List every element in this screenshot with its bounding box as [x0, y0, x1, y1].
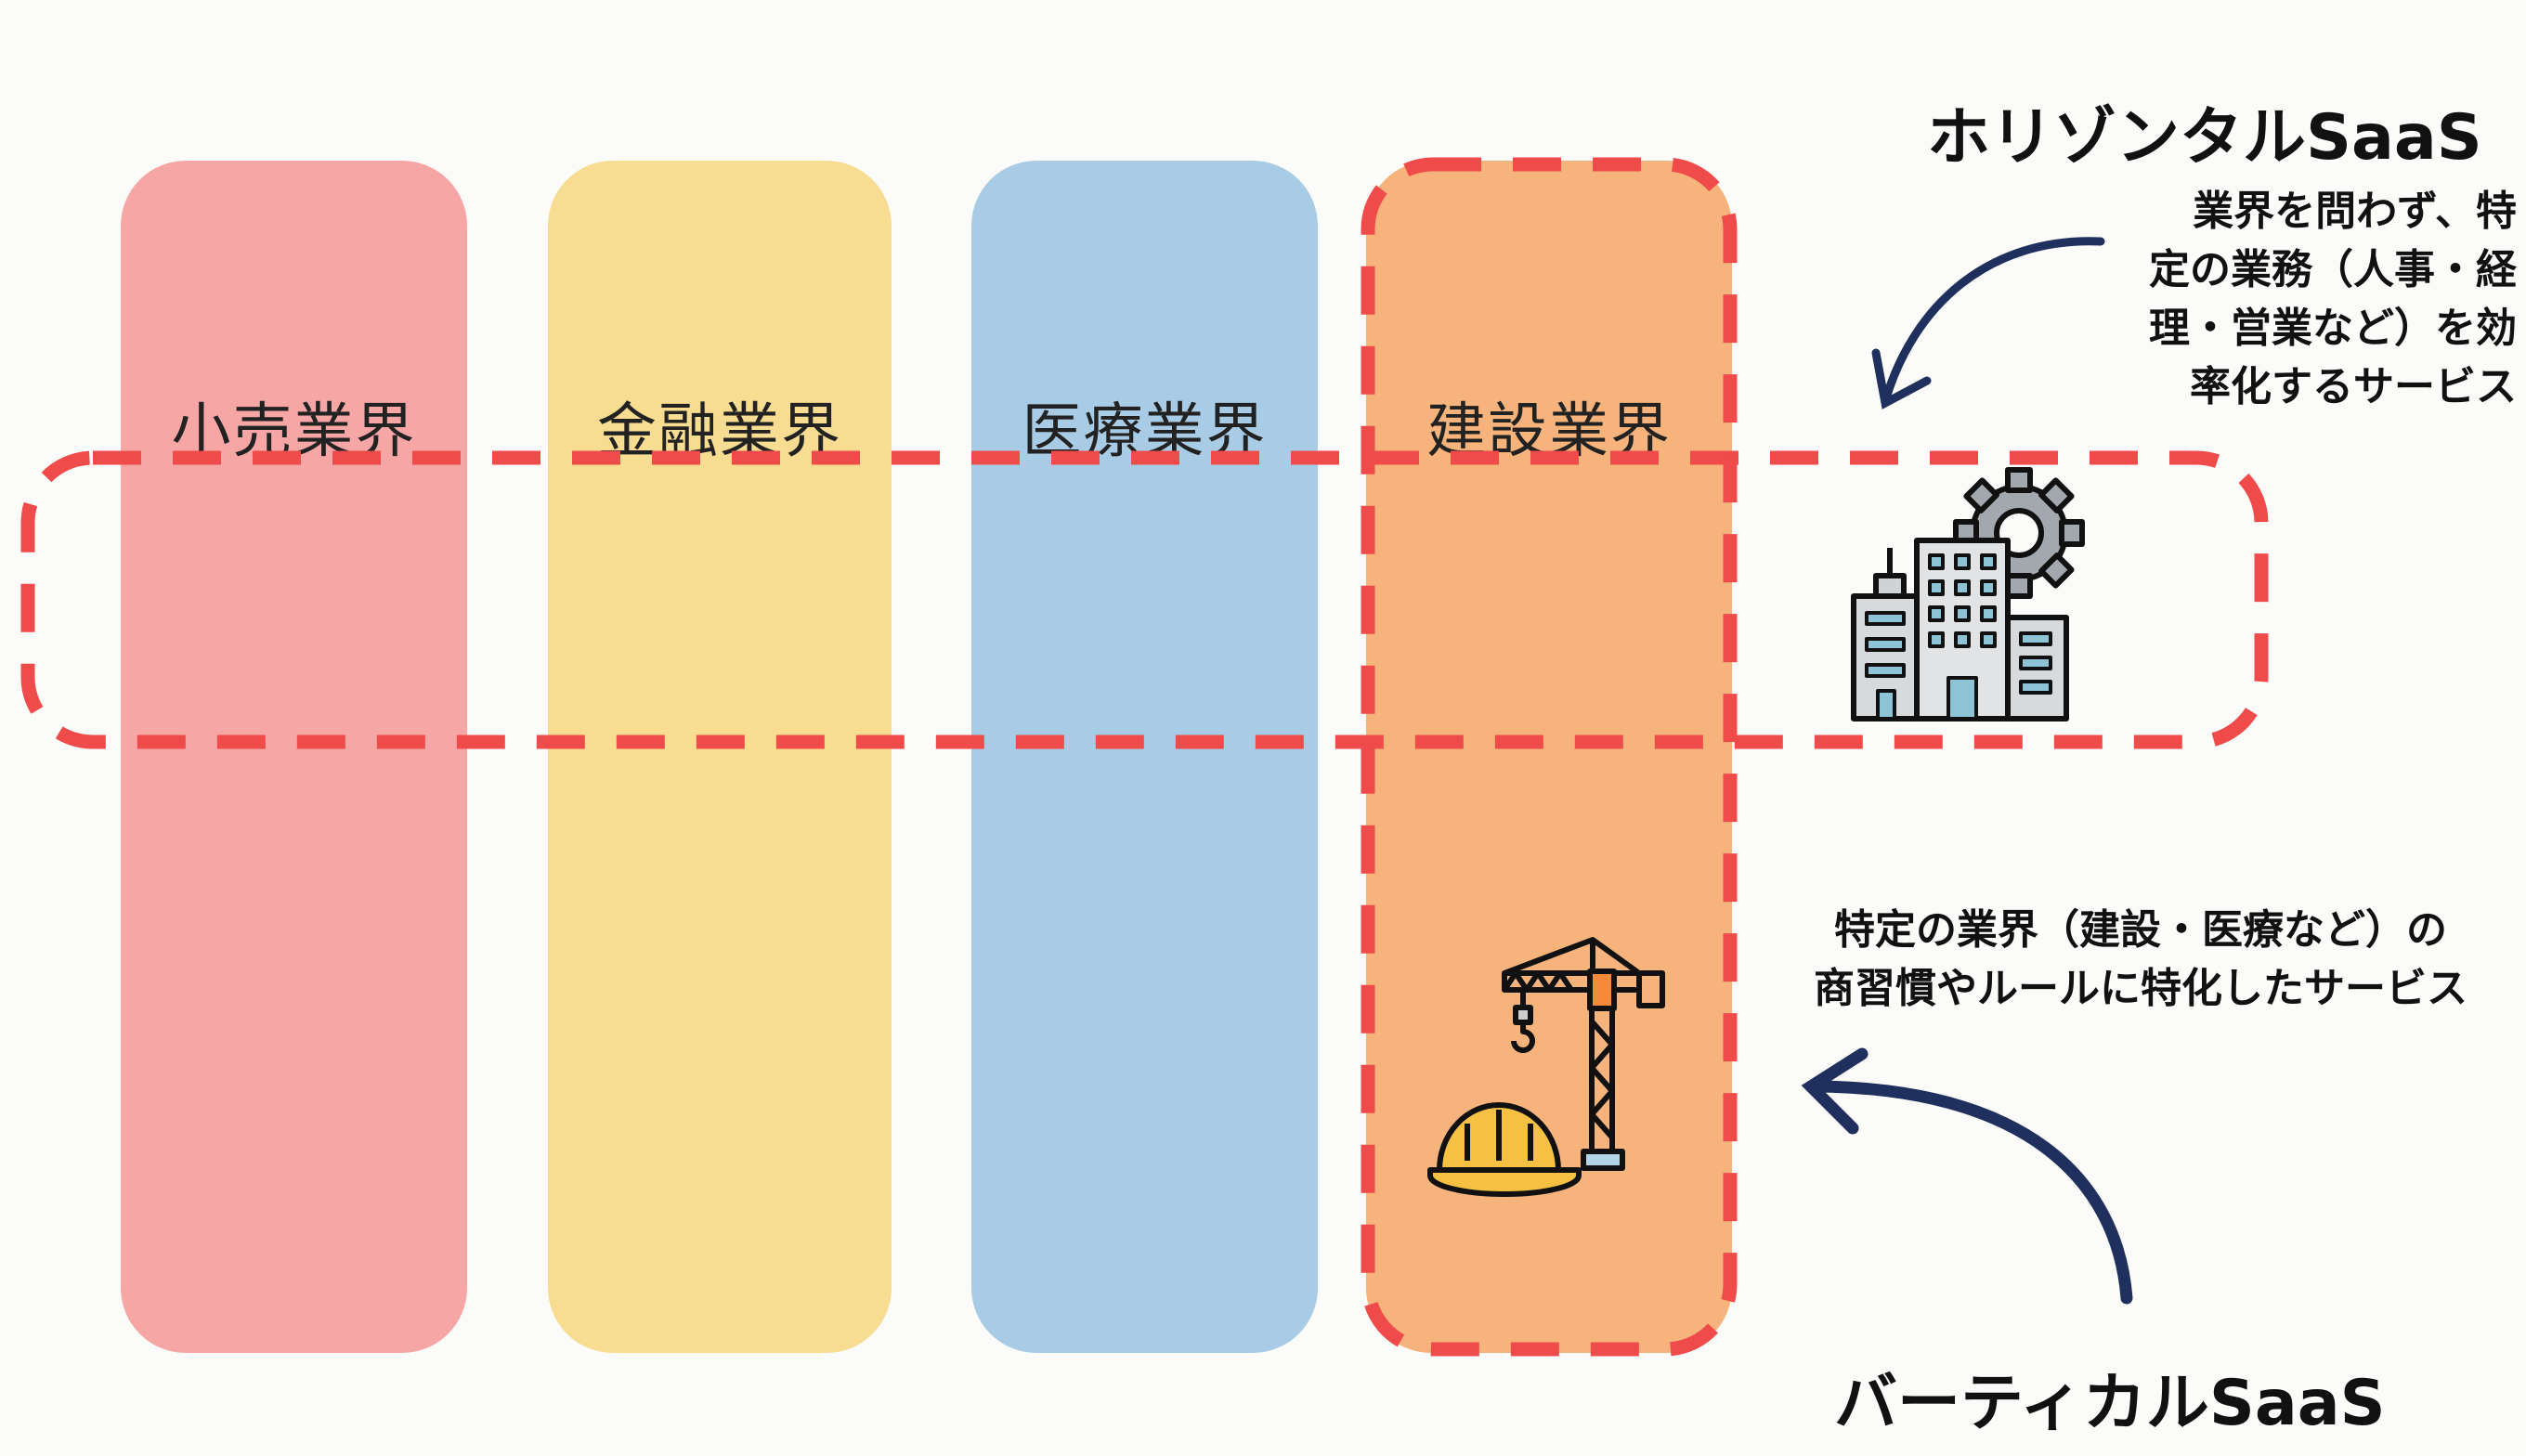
industry-label: 金融業界	[597, 397, 842, 466]
industry-column-medical: 医療業界	[971, 161, 1318, 1353]
vertical-saas-description: 特定の業界（建設・医療など）の 商習慣やルールに特化したサービス	[1774, 901, 2507, 1018]
arrow-to-horizontal-icon	[1871, 237, 2105, 410]
description-line: 特定の業界（建設・医療など）の	[1834, 906, 2447, 954]
industry-column-retail: 小売業界	[121, 161, 467, 1353]
office-building-gear-icon	[1851, 467, 2085, 722]
crane-helmet-icon	[1427, 937, 1665, 1197]
arrow-to-vertical-icon	[1801, 1047, 2133, 1305]
vertical-saas-title: バーティカルSaaS	[1834, 1367, 2386, 1440]
horizontal-saas-description: 業界を問わず、特 定の業務（人事・経 理・営業など）を効 率化するサービス	[2108, 182, 2517, 416]
description-line: 業界を問わず、特	[2193, 188, 2517, 235]
description-line: 率化するサービス	[2190, 363, 2517, 410]
description-line: 定の業務（人事・経	[2149, 246, 2517, 293]
vertical-saas-dashed-box	[1361, 157, 1738, 1357]
description-line: 商習慣やルールに特化したサービス	[1814, 965, 2467, 1012]
horizontal-saas-title: ホリゾンタルSaaS	[1927, 101, 2482, 175]
horizontal-saas-dashed-box	[20, 450, 2269, 749]
description-line: 理・営業など）を効	[2149, 305, 2517, 352]
industry-column-finance: 金融業界	[548, 161, 892, 1353]
